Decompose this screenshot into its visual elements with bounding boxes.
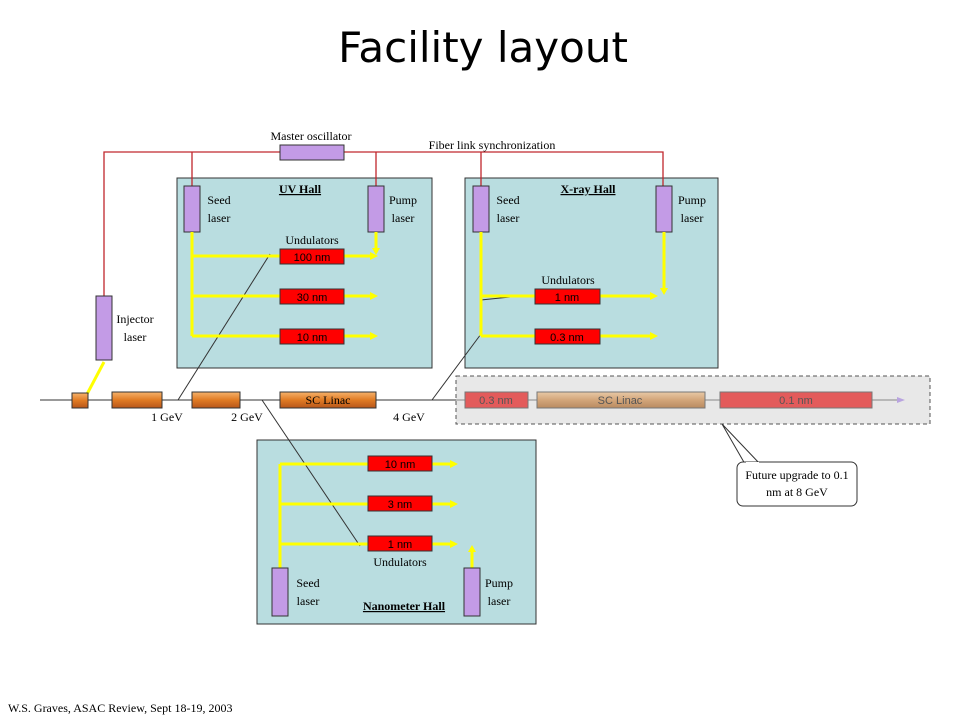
energy-1gev: 1 GeV bbox=[151, 410, 183, 424]
upgrade-undulator-03nm bbox=[464, 391, 529, 409]
uv-undulator-10nm-label: 10 nm bbox=[297, 332, 328, 344]
master-oscillator-label: Master oscillator bbox=[271, 129, 352, 143]
nano-beam-arrows bbox=[450, 460, 476, 552]
injector-laser-label-2: laser bbox=[124, 330, 147, 344]
upgrade-callout: Future upgrade to 0.1 nm at 8 GeV bbox=[721, 423, 858, 507]
nano-pump-label-2: laser bbox=[488, 594, 511, 608]
uv-undulator-100nm-label: 100 nm bbox=[294, 252, 331, 264]
nano-undulator-10nm bbox=[367, 455, 433, 472]
uv-seed-laser bbox=[183, 185, 201, 233]
linac-section-2 bbox=[191, 391, 241, 409]
linac-section-1 bbox=[111, 391, 163, 409]
nano-seed-laser bbox=[271, 567, 289, 617]
nano-undulator-10nm-label: 10 nm bbox=[385, 459, 416, 471]
nano-seed-label-2: laser bbox=[297, 594, 320, 608]
sc-linac bbox=[279, 391, 377, 409]
xray-beam-arrows bbox=[650, 288, 668, 340]
fiber-link-lines bbox=[103, 151, 664, 296]
uv-pump-laser bbox=[367, 185, 385, 233]
nano-undulator-3nm-label: 3 nm bbox=[388, 499, 412, 511]
xray-undulator-1nm bbox=[534, 288, 601, 305]
energy-2gev: 2 GeV bbox=[231, 410, 263, 424]
upgrade-undulator-03nm-label: 0.3 nm bbox=[479, 395, 513, 407]
xray-undulator-03nm bbox=[534, 328, 601, 345]
uv-seed-label-2: laser bbox=[208, 211, 231, 225]
electron-gun bbox=[71, 392, 89, 409]
injector-beam bbox=[84, 361, 106, 397]
nanometer-hall-title: Nanometer Hall bbox=[363, 599, 446, 613]
uv-undulator-100nm bbox=[279, 248, 345, 265]
xray-seed-label-2: laser bbox=[497, 211, 520, 225]
xray-seed-label-1: Seed bbox=[496, 193, 519, 207]
upgrade-note-line-1: Future upgrade to 0.1 bbox=[745, 468, 848, 482]
nano-seed-label-1: Seed bbox=[296, 576, 319, 590]
uv-beam-arrows bbox=[370, 248, 380, 340]
xray-undulator-03nm-label: 0.3 nm bbox=[550, 332, 584, 344]
energy-4gev: 4 GeV bbox=[393, 410, 425, 424]
nano-pump-label-1: Pump bbox=[485, 576, 513, 590]
nano-undulator-1nm-label: 1 nm bbox=[388, 539, 412, 551]
nano-undulators-label: Undulators bbox=[373, 555, 427, 569]
xray-pump-laser bbox=[655, 185, 673, 233]
uv-hall-title: UV Hall bbox=[279, 182, 322, 196]
nano-pump-laser bbox=[463, 567, 481, 617]
xray-seed-laser bbox=[472, 185, 490, 233]
uv-pump-label-1: Pump bbox=[389, 193, 417, 207]
upgrade-note-line-2: nm at 8 GeV bbox=[766, 485, 828, 499]
xray-undulator-1nm-label: 1 nm bbox=[555, 292, 579, 304]
upgrade-undulator-01nm-label: 0.1 nm bbox=[779, 395, 813, 407]
master-oscillator-box bbox=[279, 144, 345, 161]
fiber-link-label: Fiber link synchronization bbox=[429, 138, 556, 152]
upgrade-arrow-head bbox=[897, 397, 905, 403]
page-title: Facility layout bbox=[338, 23, 628, 72]
footer-citation: W.S. Graves, ASAC Review, Sept 18-19, 20… bbox=[8, 701, 232, 715]
xray-pump-label-1: Pump bbox=[678, 193, 706, 207]
xray-hall-title: X-ray Hall bbox=[561, 182, 617, 196]
sc-linac-label: SC Linac bbox=[306, 393, 351, 407]
uv-undulator-30nm bbox=[279, 288, 345, 305]
nano-undulator-1nm bbox=[367, 535, 433, 552]
uv-undulator-30nm-label: 30 nm bbox=[297, 292, 328, 304]
upgrade-sc-linac bbox=[536, 391, 706, 409]
uv-undulator-10nm bbox=[279, 328, 345, 345]
upgrade-sc-linac-label: SC Linac bbox=[598, 395, 643, 407]
uv-seed-label-1: Seed bbox=[207, 193, 230, 207]
uv-pump-label-2: laser bbox=[392, 211, 415, 225]
xray-pump-label-2: laser bbox=[681, 211, 704, 225]
injector-laser-label-1: Injector bbox=[116, 312, 153, 326]
nano-undulator-3nm bbox=[367, 495, 433, 512]
upgrade-undulator-01nm bbox=[719, 391, 873, 409]
xray-undulators-label: Undulators bbox=[541, 273, 595, 287]
injector-laser bbox=[95, 295, 113, 361]
uv-undulators-label: Undulators bbox=[285, 233, 339, 247]
